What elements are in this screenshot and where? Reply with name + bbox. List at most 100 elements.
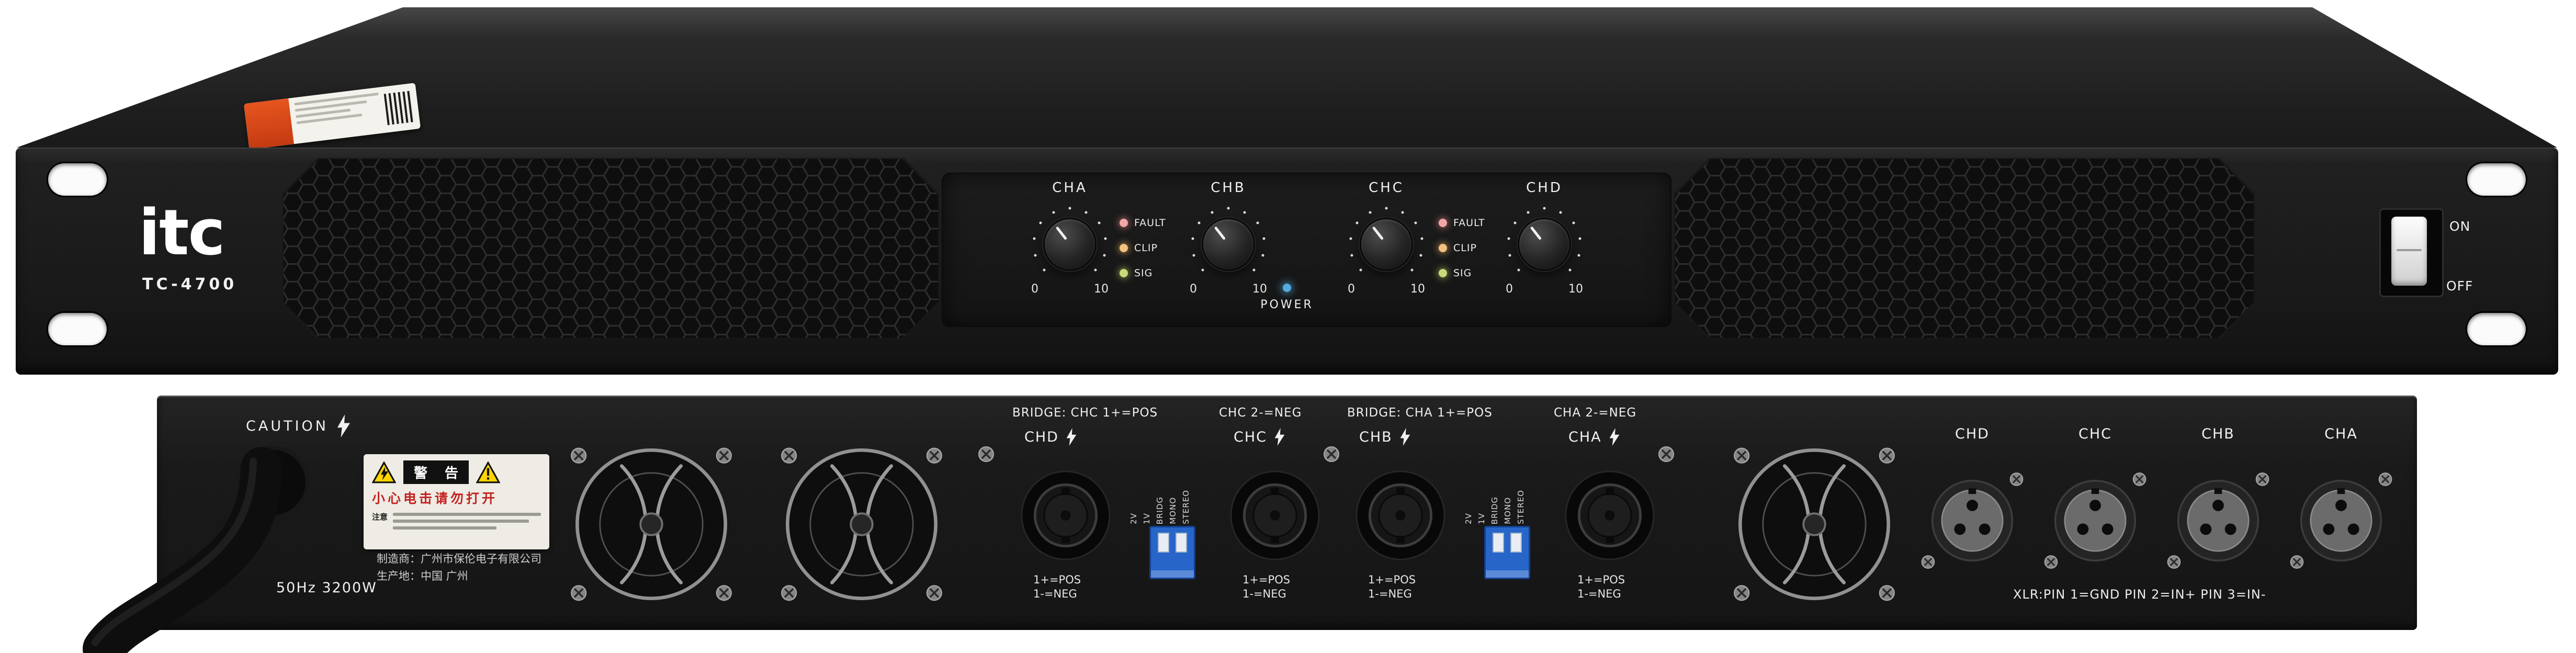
- lightning-bolt-icon: [337, 414, 351, 437]
- power-cable: [83, 447, 283, 653]
- bridge-header: CHA 2-=NEG: [1554, 406, 1637, 420]
- warning-sticker: 警 告 小心电击请勿打开 注意: [364, 454, 549, 549]
- knob-tick-marks: [1189, 205, 1268, 284]
- knob-max-label: 10: [1410, 283, 1425, 296]
- led-cluster: FAULT CLIP SIG: [1120, 210, 1185, 286]
- polarity-label: 1+=POS 1-=NEG: [1033, 573, 1081, 600]
- sticker-text-lines: [288, 87, 388, 144]
- knob-pointer: [1372, 226, 1384, 241]
- shock-warning-text: 小心电击请勿打开: [372, 491, 498, 506]
- lightning-bolt-icon: [1066, 428, 1077, 446]
- cooling-fan: [773, 435, 951, 613]
- sticker-barcode: [383, 91, 415, 126]
- xlr-channel-label: CHC: [2078, 426, 2112, 442]
- knob-tick-marks: [1031, 205, 1109, 284]
- lightning-bolt-icon: [1609, 428, 1619, 446]
- clip-led: [1120, 244, 1128, 252]
- power-switch-rocker[interactable]: [2391, 217, 2427, 286]
- channel-output-label: CHA: [1568, 428, 1620, 446]
- bridge-header: CHC 2-=NEG: [1219, 406, 1302, 420]
- knob-min-label: 0: [1506, 283, 1513, 296]
- volume-knob-chc[interactable]: [1360, 218, 1413, 271]
- led-row: SIG: [1439, 261, 1504, 286]
- knob-min-label: 0: [1348, 283, 1355, 296]
- switch-on-label: ON: [2449, 219, 2471, 234]
- channel-output-label: CHC: [1234, 428, 1285, 446]
- cooling-fan: [1725, 435, 1903, 613]
- power-led: [1283, 284, 1291, 292]
- power-switch[interactable]: [2379, 208, 2444, 297]
- rack-ear-slot: [2467, 313, 2526, 345]
- xlr-pinout-note: XLR:PIN 1=GND PIN 2=IN+ PIN 3=IN-: [2013, 587, 2266, 602]
- left-vent-grille: [283, 158, 939, 339]
- speaker-output-connector: [1564, 469, 1656, 561]
- channel-output-label: CHB: [1359, 428, 1410, 446]
- speaker-output-connector: [1229, 469, 1321, 561]
- caution-text: CAUTION: [246, 418, 329, 434]
- screw: [1658, 446, 1675, 463]
- knob-pointer: [1530, 226, 1542, 241]
- power-indicator: POWER: [1256, 284, 1318, 311]
- exclamation-triangle-icon: [476, 461, 500, 483]
- knob-pointer: [1214, 226, 1226, 241]
- clip-led: [1439, 244, 1447, 252]
- brand-logo: itc: [139, 197, 225, 269]
- origin-line: 生产地：中国 广州: [377, 570, 468, 582]
- manufacturer-line: 制造商：广州市保伦电子有限公司: [377, 553, 541, 565]
- dip-switch-labels: 2V 1V BRIDG MONO STEREO: [1464, 490, 1526, 524]
- xlr-input-connector: [2043, 468, 2148, 573]
- xlr-channel-label: CHB: [2201, 426, 2235, 442]
- control-panel: CHA 0 10 FAULT CLIP SIG CHB: [942, 173, 1671, 327]
- led-row: FAULT: [1439, 210, 1504, 235]
- knob-max-label: 10: [1252, 283, 1267, 296]
- channel-knob-group-chd: CHD 0 10: [1502, 180, 1586, 300]
- electric-shock-triangle-icon: [372, 461, 396, 483]
- warning-title: 警 告: [403, 460, 469, 484]
- channel-knob-group-chb: CHB 0 10: [1187, 180, 1270, 300]
- rack-ear-slot: [48, 313, 107, 345]
- power-label: POWER: [1260, 298, 1314, 311]
- manufacturer-info: 制造商：广州市保伦电子有限公司 生产地：中国 广州: [377, 550, 541, 585]
- polarity-label: 1+=POS 1-=NEG: [1577, 573, 1625, 600]
- volume-knob-chd[interactable]: [1518, 218, 1571, 271]
- sig-led-label: SIG: [1134, 267, 1153, 279]
- polarity-label: 1+=POS 1-=NEG: [1368, 573, 1416, 600]
- sig-led-label: SIG: [1453, 267, 1472, 279]
- bridge-header: BRIDGE: CHA 1+=POS: [1347, 406, 1493, 420]
- dip-switch-labels: 2V 1V BRIDG MONO STEREO: [1129, 490, 1191, 524]
- sticker-brand-block: [243, 98, 294, 148]
- rack-ear-slot: [2467, 163, 2526, 196]
- volume-knob-cha[interactable]: [1043, 218, 1097, 271]
- led-row: FAULT: [1120, 210, 1185, 235]
- screw: [978, 446, 995, 463]
- volume-knob-chb[interactable]: [1202, 218, 1255, 271]
- channel-knob-group-chc: CHC 0 10: [1345, 180, 1428, 300]
- caution-label: CAUTION: [246, 414, 351, 437]
- mode-dip-switch[interactable]: [1149, 526, 1195, 579]
- front-panel: itc TC-4700 CHA 0 10: [16, 5, 2558, 375]
- screw: [1323, 446, 1340, 463]
- speaker-output-connector: [1354, 469, 1447, 561]
- channel-label: CHA: [1052, 180, 1088, 196]
- led-row: SIG: [1120, 261, 1185, 286]
- knob-min-label: 0: [1190, 283, 1197, 296]
- sig-led: [1439, 269, 1447, 277]
- switch-off-label: OFF: [2446, 278, 2473, 294]
- xlr-input-connector: [2289, 468, 2393, 573]
- lightning-bolt-icon: [1274, 428, 1285, 446]
- mode-dip-switch[interactable]: [1484, 526, 1530, 579]
- bridge-header: BRIDGE: CHC 1+=POS: [1012, 406, 1158, 420]
- led-row: CLIP: [1439, 235, 1504, 261]
- warning-note-label: 注意: [372, 512, 388, 522]
- xlr-input-connector: [1920, 468, 2025, 573]
- channel-knob-group-cha: CHA 0 10: [1028, 180, 1112, 300]
- fault-led-label: FAULT: [1453, 217, 1485, 229]
- knob-pointer: [1055, 226, 1067, 241]
- xlr-channel-label: CHD: [1955, 426, 1990, 442]
- knob-max-label: 10: [1568, 283, 1583, 296]
- warning-fine-print: [393, 511, 541, 530]
- model-number: TC-4700: [142, 275, 238, 294]
- sig-led: [1120, 269, 1128, 277]
- rear-panel: CAUTION 警 告 小心电击请勿打开 注意 制造商：广州市保伦电子有限公司 …: [157, 396, 2417, 630]
